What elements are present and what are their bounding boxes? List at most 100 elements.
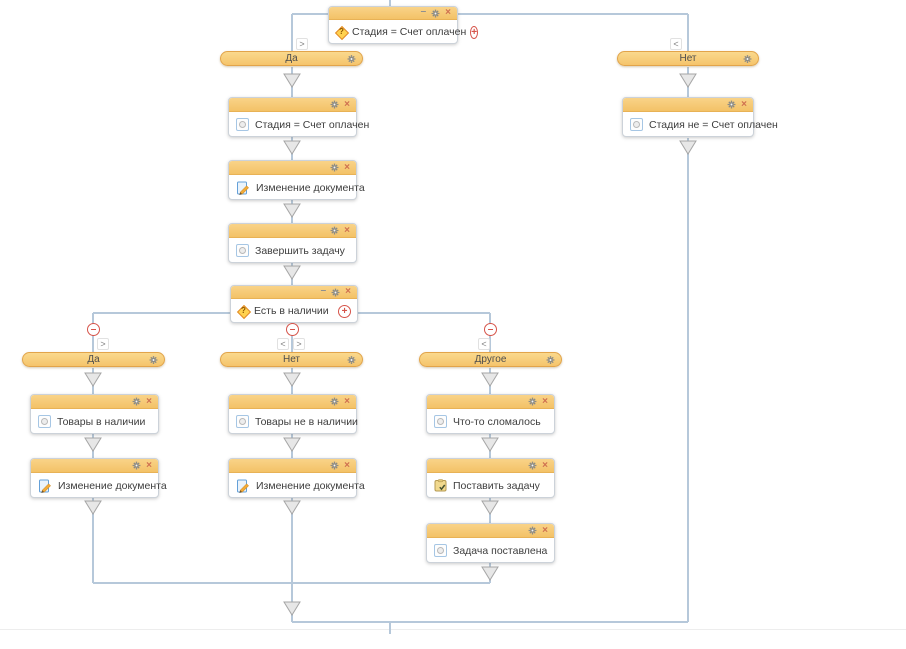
settings-gear-icon[interactable] xyxy=(331,288,340,297)
condition-block-stock-check[interactable]: – × ? Есть в наличии + xyxy=(230,285,358,323)
close-icon[interactable]: × xyxy=(146,395,152,407)
block-header: × xyxy=(427,395,554,409)
status-icon xyxy=(434,415,447,428)
close-icon[interactable]: × xyxy=(542,459,548,471)
gear-icon[interactable] xyxy=(546,355,555,364)
close-icon[interactable]: × xyxy=(344,98,350,110)
block-header: × xyxy=(229,161,356,175)
block-title: Стадия не = Счет оплачен xyxy=(649,118,778,131)
close-icon[interactable]: × xyxy=(741,98,747,110)
condition-header: – × xyxy=(329,5,457,20)
block-body: Изменение документа xyxy=(31,473,167,498)
block-title: Задача поставлена xyxy=(453,544,548,557)
status-icon xyxy=(630,118,643,131)
block-title: Стадия = Счет оплачен xyxy=(255,118,370,131)
condition-block-stage-check[interactable]: – × ? Стадия = Счет оплачен + xyxy=(328,5,479,44)
branch-pill-stock-no[interactable]: Нет xyxy=(220,352,363,367)
activity-block-create-task[interactable]: × Поставить задачу xyxy=(426,458,555,498)
chevron-left-icon[interactable]: < xyxy=(670,38,682,50)
settings-gear-icon[interactable] xyxy=(330,163,339,172)
settings-gear-icon[interactable] xyxy=(330,397,339,406)
settings-gear-icon[interactable] xyxy=(528,461,537,470)
block-body: Товары в наличии xyxy=(31,409,158,434)
status-icon xyxy=(434,544,447,557)
activity-block-something-broke[interactable]: × Что-то сломалось xyxy=(426,394,555,434)
block-title: Товары в наличии xyxy=(57,415,146,428)
edit-document-icon xyxy=(38,479,52,493)
close-icon[interactable]: × xyxy=(445,7,451,18)
status-icon xyxy=(236,244,249,257)
block-body: Товары не в наличии xyxy=(229,409,358,434)
block-title: Что-то сломалось xyxy=(453,415,541,428)
branch-pill-stock-other[interactable]: Другое xyxy=(419,352,562,367)
close-icon[interactable]: × xyxy=(345,286,351,297)
arrowheads xyxy=(84,73,697,616)
task-clipboard-icon xyxy=(434,479,447,492)
activity-block-finish-task[interactable]: × Завершить задачу xyxy=(228,223,357,263)
branch-pill-no[interactable]: Нет xyxy=(617,51,759,66)
activity-block-stage-not-paid[interactable]: × Стадия не = Счет оплачен xyxy=(622,97,778,137)
chevron-left-icon[interactable]: < xyxy=(478,338,490,350)
gear-icon[interactable] xyxy=(149,355,158,364)
settings-gear-icon[interactable] xyxy=(330,226,339,235)
minimize-icon[interactable]: – xyxy=(420,5,427,17)
add-branch-icon[interactable]: + xyxy=(470,25,479,39)
close-icon[interactable]: × xyxy=(542,524,548,536)
block-header: × xyxy=(229,224,356,238)
close-icon[interactable]: × xyxy=(542,395,548,407)
close-icon[interactable]: × xyxy=(344,161,350,173)
chevron-left-icon[interactable]: < xyxy=(277,338,289,350)
close-icon[interactable]: × xyxy=(344,395,350,407)
settings-gear-icon[interactable] xyxy=(727,100,736,109)
block-header: × xyxy=(427,524,554,538)
activity-block-doc-change-no[interactable]: × Изменение документа xyxy=(228,458,365,498)
add-branch-icon[interactable]: + xyxy=(338,304,351,318)
branch-label: Другое xyxy=(474,354,507,365)
collapse-branch-icon[interactable]: – xyxy=(484,323,497,336)
activity-block-doc-change-top[interactable]: × Изменение документа xyxy=(228,160,365,200)
chevron-right-icon[interactable]: > xyxy=(296,38,308,50)
status-icon xyxy=(38,415,51,428)
condition-title: Есть в наличии xyxy=(254,305,329,317)
branch-label: Да xyxy=(285,53,298,64)
condition-title: Стадия = Счет оплачен xyxy=(352,26,467,38)
settings-gear-icon[interactable] xyxy=(132,461,141,470)
settings-gear-icon[interactable] xyxy=(528,526,537,535)
branch-pill-yes[interactable]: Да xyxy=(220,51,363,66)
collapse-branch-icon[interactable]: – xyxy=(87,323,100,336)
activity-block-task-created[interactable]: × Задача поставлена xyxy=(426,523,555,563)
block-header: × xyxy=(229,395,356,409)
close-icon[interactable]: × xyxy=(146,459,152,471)
settings-gear-icon[interactable] xyxy=(528,397,537,406)
block-header: × xyxy=(427,459,554,473)
settings-gear-icon[interactable] xyxy=(132,397,141,406)
block-title: Изменение документа xyxy=(256,479,365,492)
gear-icon[interactable] xyxy=(347,355,356,364)
condition-diamond-icon: ? xyxy=(334,25,350,41)
branch-label: Да xyxy=(87,354,100,365)
block-body: Что-то сломалось xyxy=(427,409,554,434)
collapse-branch-icon[interactable]: – xyxy=(286,323,299,336)
settings-gear-icon[interactable] xyxy=(330,100,339,109)
activity-block-stage-paid[interactable]: × Стадия = Счет оплачен xyxy=(228,97,369,137)
minimize-icon[interactable]: – xyxy=(320,284,327,296)
block-title: Товары не в наличии xyxy=(255,415,358,428)
chevron-right-icon[interactable]: > xyxy=(97,338,109,350)
settings-gear-icon[interactable] xyxy=(330,461,339,470)
status-icon xyxy=(236,118,249,131)
activity-block-goods-in-stock[interactable]: × Товары в наличии xyxy=(30,394,159,434)
block-title: Изменение документа xyxy=(58,479,167,492)
activity-block-doc-change-yes[interactable]: × Изменение документа xyxy=(30,458,167,498)
settings-gear-icon[interactable] xyxy=(431,9,440,18)
gear-icon[interactable] xyxy=(347,54,356,63)
gear-icon[interactable] xyxy=(743,54,752,63)
close-icon[interactable]: × xyxy=(344,224,350,236)
branch-label: Нет xyxy=(679,53,697,64)
close-icon[interactable]: × xyxy=(344,459,350,471)
activity-block-goods-not-in-stock[interactable]: × Товары не в наличии xyxy=(228,394,358,434)
chevron-right-icon[interactable]: > xyxy=(293,338,305,350)
condition-body: ? Есть в наличии + xyxy=(231,299,357,323)
edit-document-icon xyxy=(236,181,250,195)
branch-pill-stock-yes[interactable]: Да xyxy=(22,352,165,367)
